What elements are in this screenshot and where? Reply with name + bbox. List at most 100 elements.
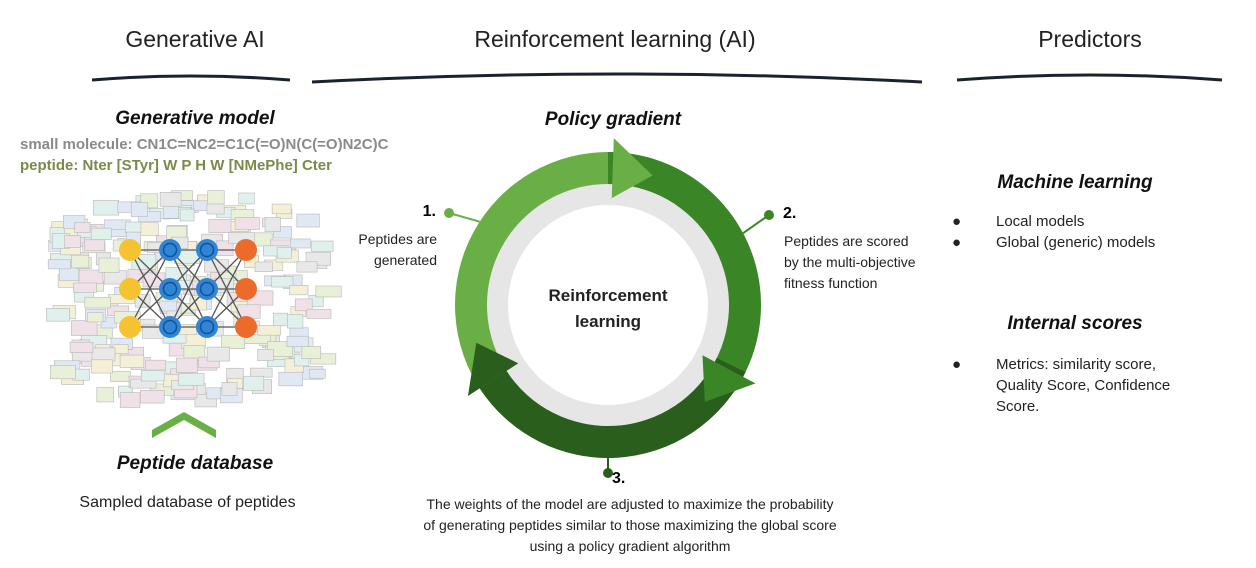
network-node bbox=[235, 239, 257, 261]
internal-scores-title: Internal scores bbox=[1007, 313, 1143, 334]
scores-list-item: ● Metrics: similarity score, bbox=[952, 354, 1170, 375]
molecule-thumbnail bbox=[306, 308, 332, 319]
arrow-score bbox=[608, 152, 761, 377]
arrowhead-score bbox=[702, 355, 756, 402]
network-node bbox=[159, 278, 181, 300]
molecule-thumbnail bbox=[74, 222, 91, 233]
machine-learning-title: Machine learning bbox=[997, 172, 1153, 193]
molecule-thumbnail bbox=[264, 217, 281, 232]
molecule-thumbnail bbox=[119, 354, 145, 368]
molecule-thumbnail bbox=[176, 357, 198, 373]
network-node bbox=[119, 278, 141, 300]
network-connection bbox=[129, 249, 171, 328]
molecule-thumbnail bbox=[310, 240, 334, 252]
step2-text: Peptides are scored by the multi-objecti… bbox=[784, 231, 916, 294]
network-node bbox=[196, 239, 218, 261]
step1-text: Peptides are generated bbox=[330, 229, 437, 271]
molecule-thumbnail bbox=[276, 246, 292, 259]
step3-marker-dot bbox=[603, 468, 613, 478]
molecule-thumbnail bbox=[159, 192, 182, 207]
header-generative-ai: Generative AI bbox=[125, 26, 265, 52]
chevron-up-icon bbox=[152, 412, 216, 438]
ring-center bbox=[508, 205, 708, 405]
network-node-ring bbox=[199, 281, 215, 297]
step3-line3: using a policy gradient algorithm bbox=[529, 538, 731, 554]
peptide-database-title: Peptide database bbox=[116, 453, 274, 474]
policy-gradient-title: Policy gradient bbox=[544, 109, 682, 130]
network-node bbox=[196, 316, 218, 338]
molecule-thumbnail bbox=[254, 261, 273, 272]
step2-line1: Peptides are scored bbox=[784, 233, 909, 249]
ml-list: ●Local models ● Global (generic) models bbox=[952, 211, 1155, 253]
network-node bbox=[235, 278, 257, 300]
molecule-thumbnail bbox=[179, 208, 195, 222]
molecule-thumbnail bbox=[286, 335, 309, 347]
molecule-thumbnail bbox=[130, 202, 148, 217]
molecule-thumbnail bbox=[257, 349, 274, 361]
molecule-thumbnail bbox=[91, 359, 113, 374]
bullet-icon: ● bbox=[952, 213, 962, 230]
step1-line2: generated bbox=[373, 252, 437, 268]
step2-number: 2. bbox=[783, 205, 797, 222]
molecule-thumbnail bbox=[208, 219, 232, 233]
step1-marker-line bbox=[448, 212, 480, 223]
network-node-ring bbox=[199, 242, 215, 258]
step3-line1: The weights of the model are adjusted to… bbox=[426, 496, 834, 512]
step1-number: 1. bbox=[422, 203, 436, 220]
step2-marker-line bbox=[742, 214, 770, 234]
molecule-thumbnail bbox=[206, 346, 230, 362]
step1-line1: Peptides are bbox=[358, 231, 437, 247]
molecule-thumbnail bbox=[71, 254, 90, 269]
center-label: Reinforcement learning bbox=[508, 283, 708, 335]
arrow-update bbox=[479, 358, 746, 459]
molecule-thumbnail bbox=[221, 382, 238, 396]
molecule-thumbnail bbox=[267, 341, 293, 357]
network-node bbox=[159, 239, 181, 261]
network-connection bbox=[206, 249, 247, 328]
molecule-thumbnail bbox=[140, 370, 165, 382]
molecule-thumbnail bbox=[221, 334, 246, 349]
scores-line1: Metrics: similarity score, bbox=[996, 356, 1157, 373]
network-node-ring bbox=[162, 281, 178, 297]
ml-list-item: ● Global (generic) models bbox=[952, 232, 1155, 253]
molecule-thumbnail bbox=[84, 296, 111, 309]
step1-marker-dot bbox=[444, 208, 454, 218]
molecule-thumbnail bbox=[286, 314, 304, 329]
network-node bbox=[159, 316, 181, 338]
step3-text: The weights of the model are adjusted to… bbox=[380, 494, 880, 557]
underline-rl bbox=[311, 72, 923, 84]
molecule-thumbnail bbox=[278, 371, 303, 387]
molecule-thumbnail bbox=[177, 373, 205, 386]
step3-number: 3. bbox=[612, 470, 626, 487]
generative-model-title: Generative model bbox=[115, 108, 275, 129]
network-node bbox=[235, 316, 257, 338]
molecule-thumbnail bbox=[50, 364, 76, 380]
network-node bbox=[196, 278, 218, 300]
molecule-thumbnail bbox=[315, 285, 342, 298]
bullet-icon: ● bbox=[952, 234, 962, 251]
ml-list-item: ●Local models bbox=[952, 211, 1155, 232]
molecule-thumbnail bbox=[301, 346, 322, 359]
molecule-thumbnail bbox=[289, 285, 309, 296]
arrow-generate bbox=[454, 152, 614, 393]
molecule-thumbnail bbox=[294, 298, 313, 312]
molecule-thumbnail bbox=[145, 359, 167, 371]
molecule-thumbnail bbox=[71, 320, 98, 336]
bullet-icon: ● bbox=[952, 356, 962, 373]
small-molecule-smiles: small molecule: CN1C=NC2=C1C(=O)N(C(=O)N… bbox=[20, 136, 389, 153]
center-label-line2: learning bbox=[574, 312, 642, 331]
network-node-ring bbox=[199, 319, 215, 335]
molecule-thumbnail bbox=[234, 217, 260, 230]
molecule-thumbnail bbox=[84, 239, 105, 251]
scores-list: ●Metrics: similarity score, Quality Scor… bbox=[952, 354, 1170, 417]
peptide-database-text: Sampled database of peptides bbox=[79, 494, 296, 511]
ml-list-item-label: Global (generic) models bbox=[996, 234, 1156, 251]
molecule-thumbnail bbox=[73, 282, 97, 293]
molecule-thumbnail bbox=[69, 341, 94, 353]
molecule-thumbnail bbox=[206, 203, 225, 215]
underline-predictors bbox=[956, 73, 1223, 82]
network-node bbox=[119, 239, 141, 261]
